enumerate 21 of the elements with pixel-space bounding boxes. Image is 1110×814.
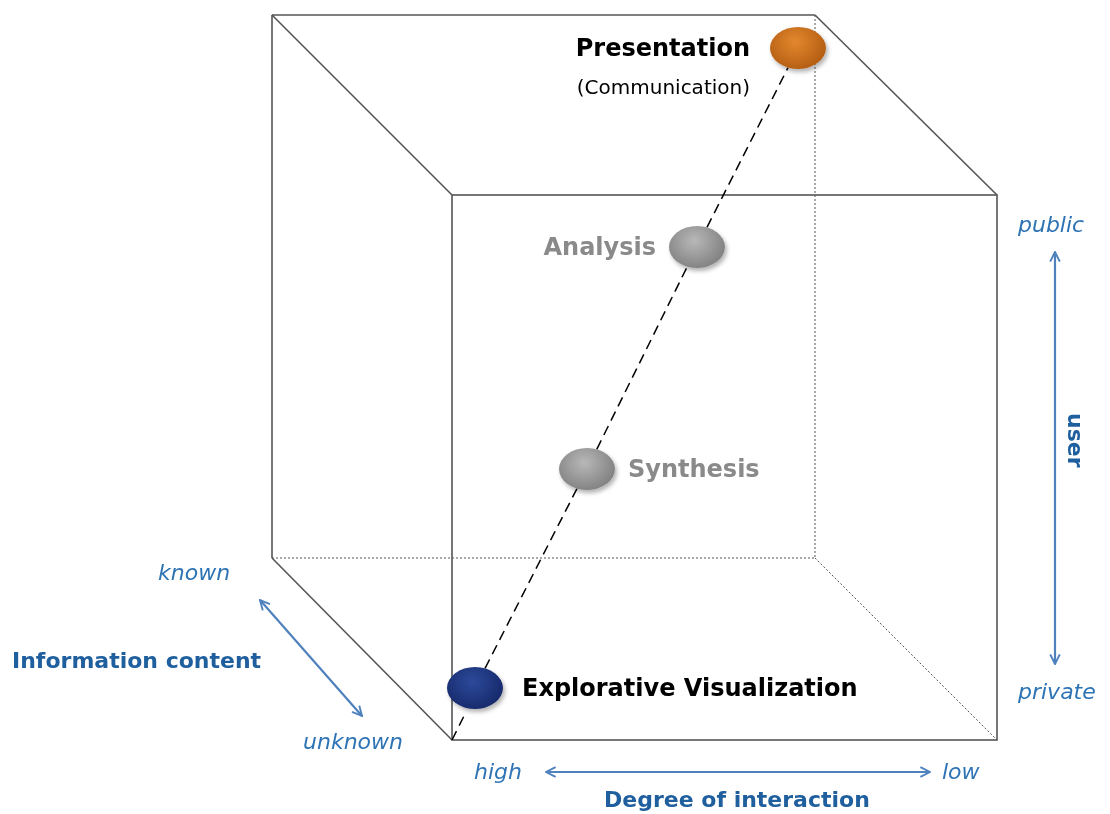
connector-line — [706, 66, 789, 229]
sphere-marker — [669, 226, 725, 268]
axis-end-label: unknown — [303, 731, 403, 753]
sphere-marker — [447, 667, 503, 709]
axis-title: user — [1064, 412, 1086, 468]
axis-end-label: known — [158, 562, 231, 584]
axis-end-label: high — [474, 761, 522, 783]
connector-line — [596, 265, 688, 451]
node-label: Presentation — [575, 36, 750, 60]
axis-end-label: private — [1018, 681, 1096, 703]
sphere-marker — [559, 448, 615, 490]
axis-title: Information content — [12, 650, 262, 672]
node-label: Analysis — [543, 235, 656, 259]
axis-title: Degree of interaction — [604, 789, 870, 811]
node-label: Synthesis — [628, 457, 760, 481]
node-label: Explorative Visualization — [522, 676, 858, 700]
connector-line — [484, 487, 578, 670]
axis-end-label: public — [1018, 214, 1085, 236]
node-label: (Communication) — [576, 77, 750, 97]
sphere-marker — [770, 27, 826, 69]
axis-end-label: low — [942, 761, 980, 783]
